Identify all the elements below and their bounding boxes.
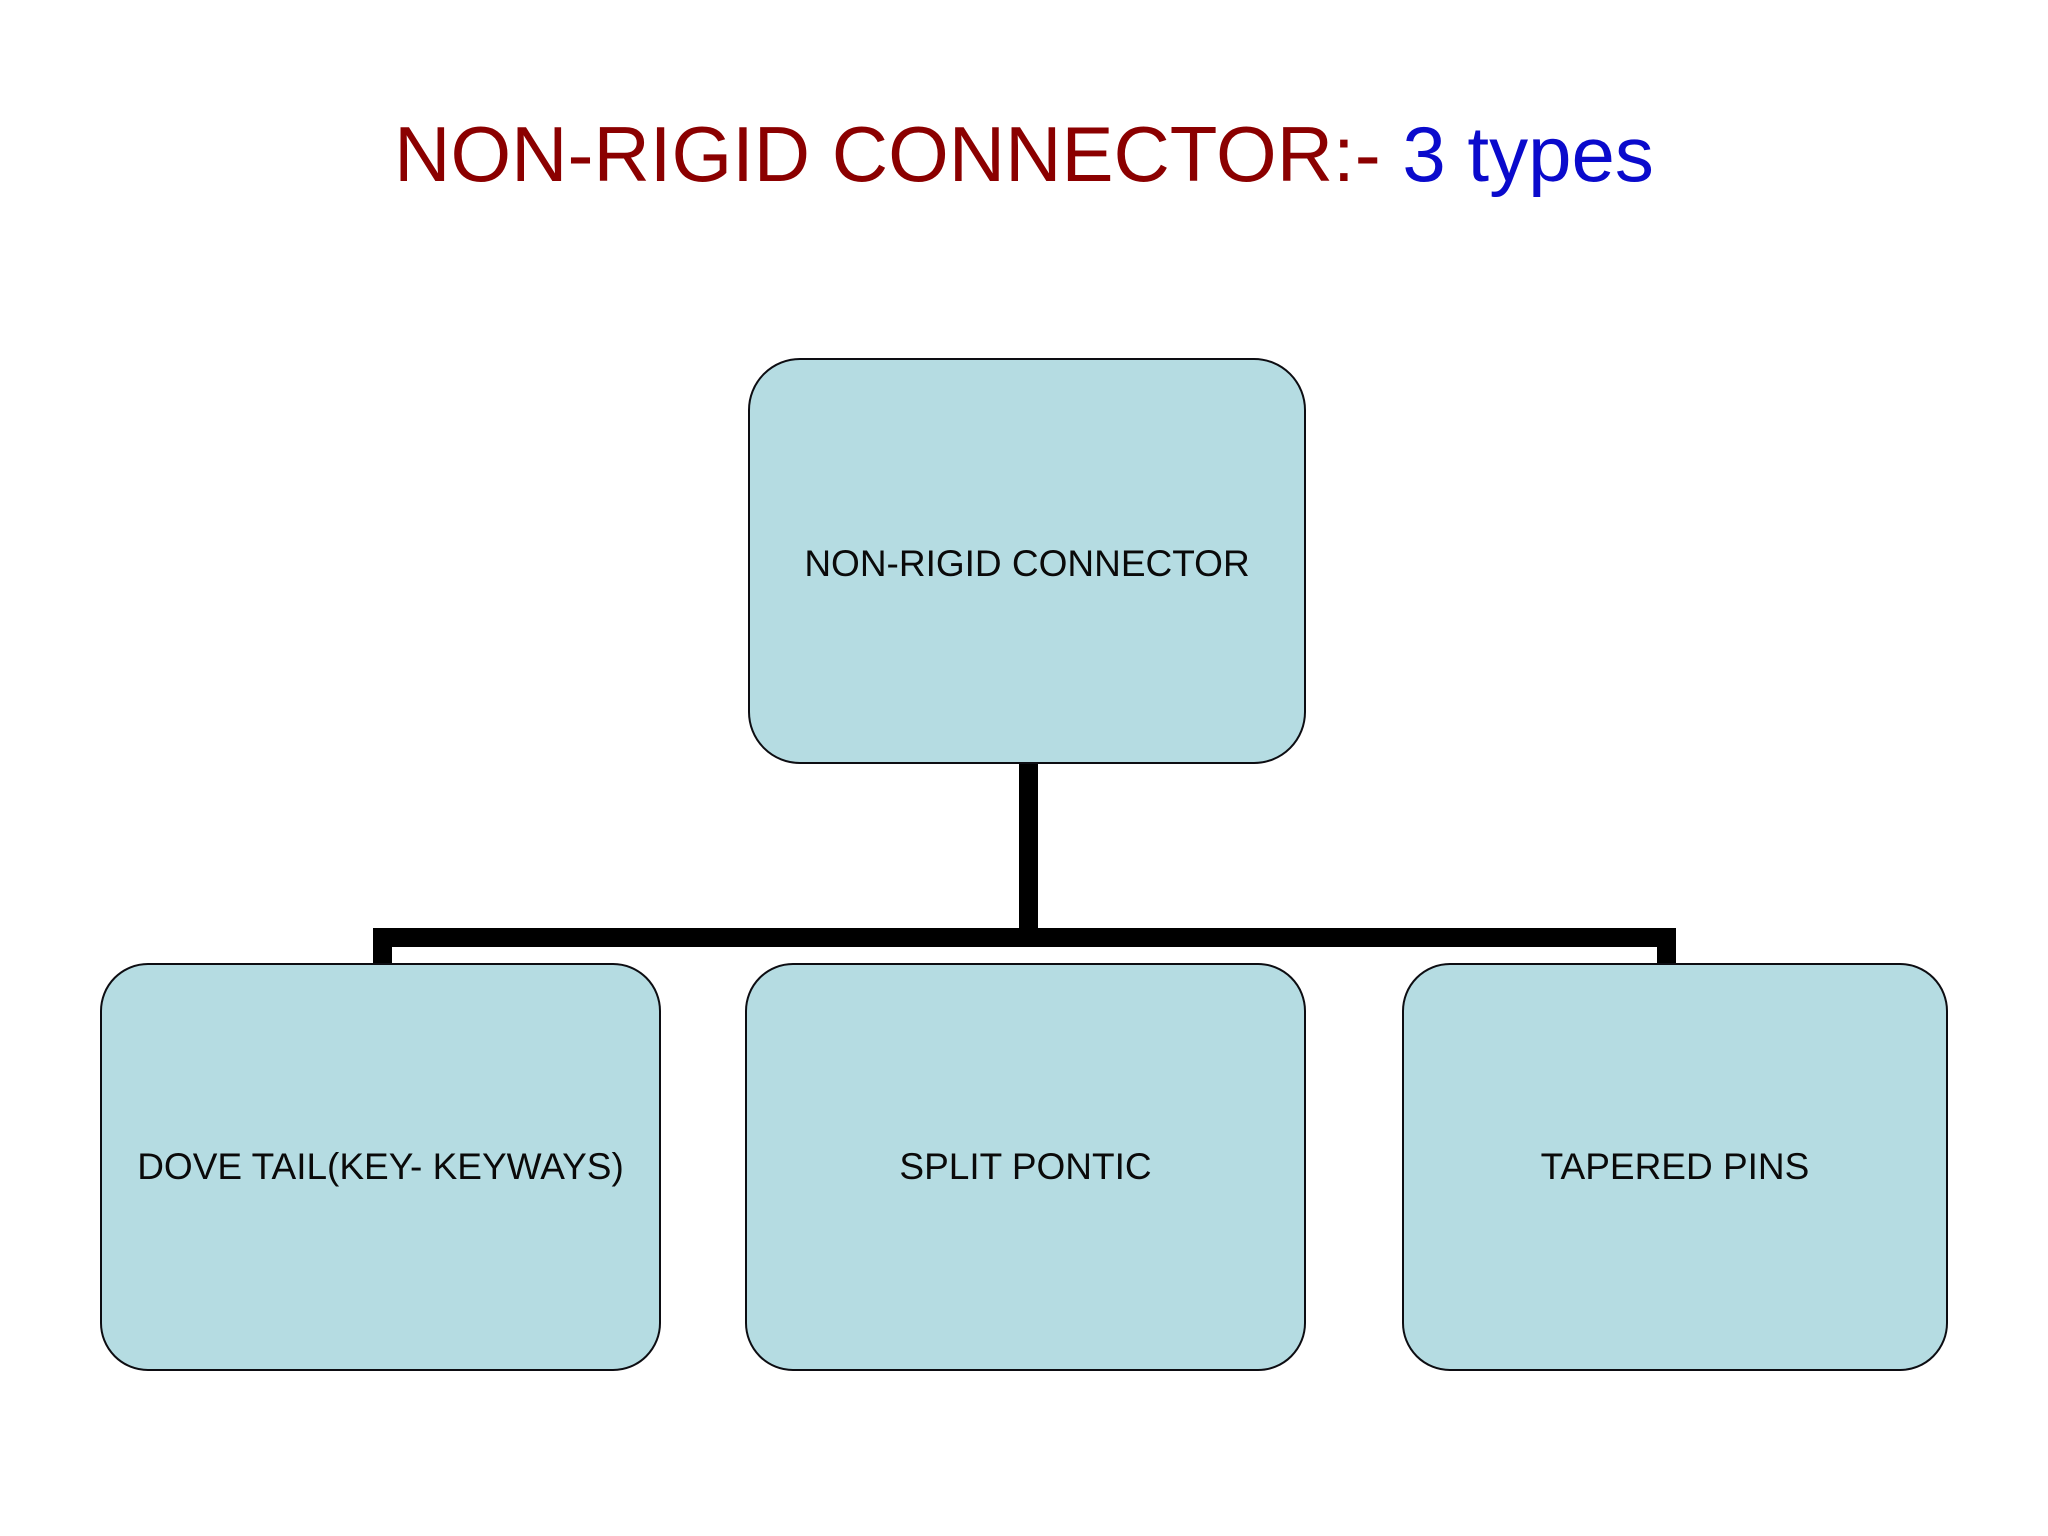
diagram-node-split-pontic-label: SPLIT PONTIC bbox=[899, 1146, 1152, 1187]
connector-drop-right bbox=[1657, 928, 1676, 966]
page-title-accent: 3 types bbox=[1380, 110, 1654, 198]
connector-stem-vertical bbox=[1019, 761, 1038, 947]
connector-drop-left bbox=[373, 928, 392, 966]
page-title-main: NON-RIGID CONNECTOR:- bbox=[394, 110, 1381, 198]
diagram-node-dove-tail[interactable]: DOVE TAIL(KEY- KEYWAYS) bbox=[100, 963, 661, 1371]
diagram-node-tapered-pins[interactable]: TAPERED PINS bbox=[1402, 963, 1948, 1371]
page-title: NON-RIGID CONNECTOR:- 3 types bbox=[0, 104, 2048, 204]
diagram-node-root-label: NON-RIGID CONNECTOR bbox=[804, 543, 1250, 584]
diagram-node-root[interactable]: NON-RIGID CONNECTOR bbox=[748, 358, 1306, 764]
diagram-node-tapered-pins-label: TAPERED PINS bbox=[1540, 1146, 1810, 1187]
diagram-node-split-pontic[interactable]: SPLIT PONTIC bbox=[745, 963, 1306, 1371]
diagram-node-dove-tail-label: DOVE TAIL(KEY- KEYWAYS) bbox=[137, 1146, 624, 1187]
connector-horizontal-bus bbox=[373, 928, 1676, 947]
